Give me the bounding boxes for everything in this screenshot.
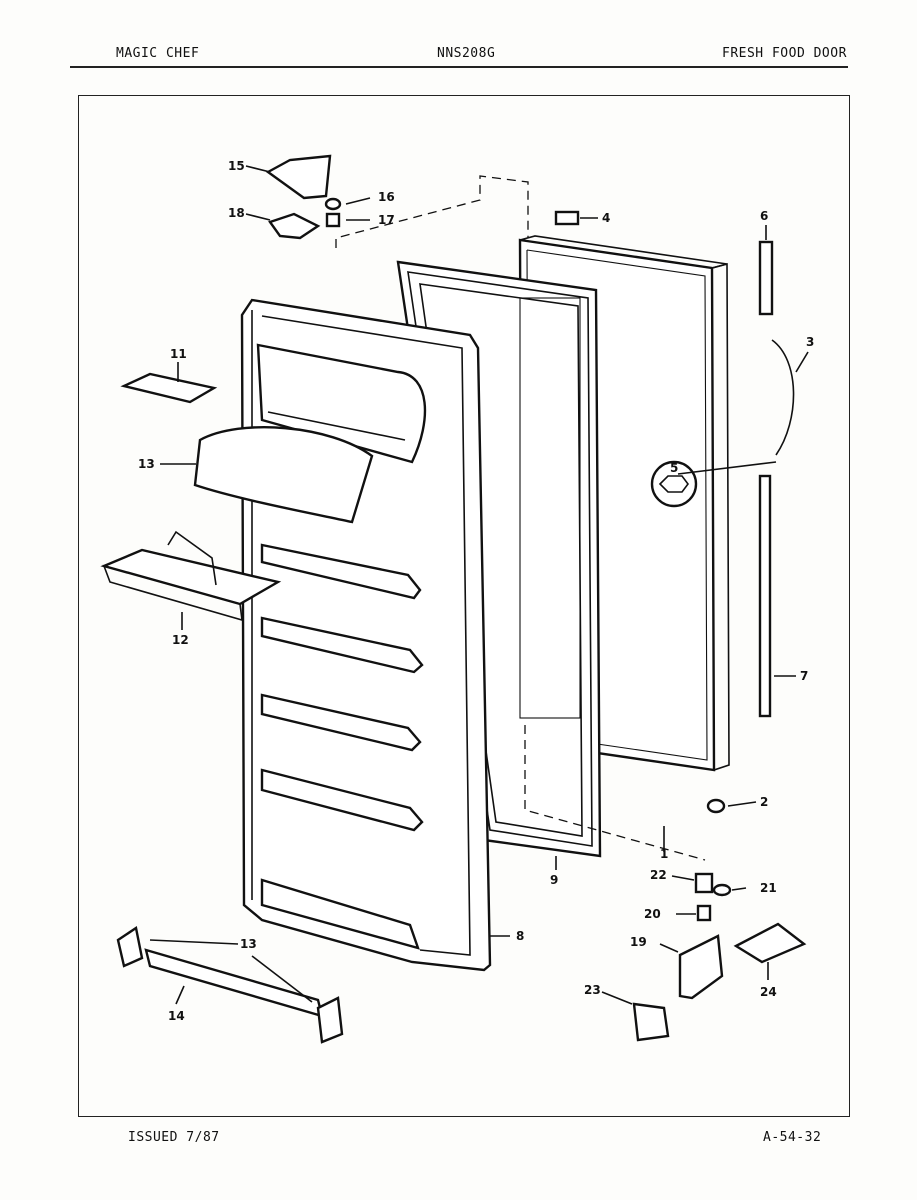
callout-21: 21: [760, 881, 777, 895]
callout-1: 1: [660, 847, 668, 861]
inner-door-liner: [240, 298, 492, 972]
callout-4: 4: [602, 211, 610, 225]
egg-tray: [100, 530, 282, 622]
header-model: NNS208G: [437, 46, 496, 61]
callout-11: 11: [170, 347, 187, 361]
dairy-door: [193, 426, 374, 524]
callout-22: 22: [650, 868, 667, 882]
callout-6: 6: [760, 209, 768, 223]
bracket-23: [632, 1002, 670, 1042]
callout-23: 23: [584, 983, 601, 997]
callout-9: 9: [550, 873, 558, 887]
pin-20: [696, 904, 712, 922]
strip-7: [758, 474, 772, 718]
plug-4: [554, 210, 580, 226]
cable-3: [771, 339, 795, 456]
callout-24: 24: [760, 985, 777, 999]
door-shelf-1: [260, 543, 422, 600]
top-hinge: [265, 154, 332, 200]
bottom-hinge-19: [678, 934, 724, 1000]
callout-2: 2: [760, 795, 768, 809]
callout-12: 12: [172, 633, 189, 647]
callout-8: 8: [516, 929, 524, 943]
washer-16: [324, 197, 342, 211]
header-brand: MAGIC CHEF: [116, 46, 200, 61]
callout-5: 5: [670, 461, 678, 475]
callout-13-trim: 13: [240, 937, 257, 951]
callout-leaders: [149, 165, 809, 1005]
door-shelf-4: [260, 768, 424, 832]
door-shelf-2: [260, 616, 424, 674]
callout-15: 15: [228, 159, 245, 173]
footer-issued: ISSUED 7/87: [128, 1130, 220, 1145]
callout-20: 20: [644, 907, 661, 921]
hinge-plate-24: [733, 922, 807, 964]
callout-7: 7: [800, 669, 808, 683]
footer-page-code: A-54-32: [763, 1130, 822, 1145]
shelf-cover: [120, 372, 218, 404]
dashed-leader-hinge: [335, 175, 529, 248]
callout-17: 17: [378, 213, 395, 227]
bushing-17: [325, 212, 341, 228]
bottom-trim-bar: [116, 926, 344, 1044]
door-shelf-3: [260, 693, 422, 752]
diagram-frame: [78, 95, 850, 1117]
header-section: FRESH FOOD DOOR: [722, 46, 847, 61]
callout-18: 18: [228, 206, 245, 220]
plug-2: [706, 798, 726, 814]
callout-13-dairy-door: 13: [138, 457, 155, 471]
callout-3: 3: [806, 335, 814, 349]
header-rule: [70, 66, 848, 68]
callout-16: 16: [378, 190, 395, 204]
door-shelf-5: [260, 878, 420, 950]
hinge-shim: [268, 212, 321, 240]
callout-19: 19: [630, 935, 647, 949]
washer-21: [712, 883, 732, 897]
cam-22: [694, 872, 714, 894]
door-stop-6: [758, 240, 774, 316]
callout-14: 14: [168, 1009, 185, 1023]
